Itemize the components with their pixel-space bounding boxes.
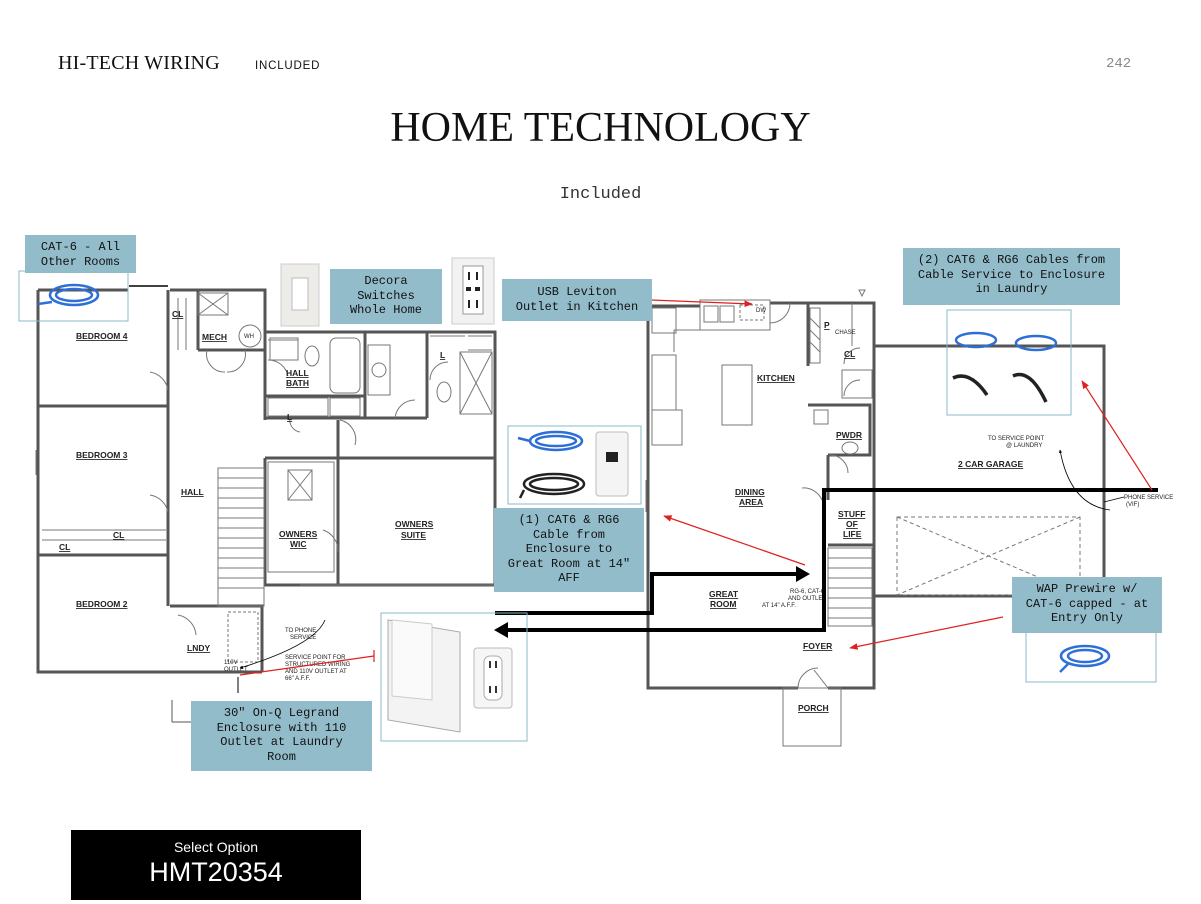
second-floor-plan [36, 288, 497, 674]
room-linen-2: L [440, 350, 445, 360]
cat6-cable-icon-4 [1059, 644, 1111, 673]
room-bedroom4: BEDROOM 4 [76, 331, 128, 341]
room-owners-wic: OWNERS [279, 529, 318, 539]
callout-arrows [239, 299, 1153, 676]
room-hall: HALL [181, 487, 204, 497]
option-code: HMT20354 [149, 857, 283, 887]
note-rg6-2: AND OUTLET [788, 596, 826, 602]
room-porch: PORCH [798, 703, 829, 713]
dishwasher-label: DW [756, 308, 766, 314]
first-floor-plan [646, 301, 1106, 690]
room-stuff-of-life-2: OF [846, 519, 858, 529]
callout-usb-outlet: USB Leviton Outlet in Kitchen [502, 279, 652, 321]
room-laundry: LNDY [187, 643, 210, 653]
room-stuff-of-life-3: LIFE [843, 529, 862, 539]
callout-wap-prewire: WAP Prewire w/ CAT-6 capped - at Entry O… [1012, 577, 1162, 633]
note-110v-2: OUTLET [224, 667, 248, 673]
data-wall-plate-icon [595, 431, 629, 497]
room-kitchen: KITCHEN [757, 373, 795, 383]
decora-switch-icon [280, 263, 320, 327]
room-pantry: P [824, 320, 830, 330]
note-service-point-4: 66" A.F.F. [285, 676, 310, 682]
note-phone-service-2: (VIF) [1126, 502, 1139, 508]
header-title: HI-TECH WIRING [58, 52, 220, 74]
room-great-room: GREAT [709, 589, 739, 599]
callout-cable-to-great-room: (1) CAT6 & RG6 Cable from Enclosure to G… [494, 508, 644, 592]
room-owners-suite-2: SUITE [401, 530, 426, 540]
room-bedroom2: BEDROOM 2 [76, 599, 128, 609]
note-to-service-2: @ LAUNDRY [1006, 443, 1042, 449]
page-subtitle: Included [559, 185, 642, 204]
rg6-cable-icon-2 [952, 372, 1048, 403]
page-title: HOME TECHNOLOGY [390, 105, 811, 151]
wiring-paths [495, 488, 1158, 632]
callout-enclosure: 30" On-Q Legrand Enclosure with 110 Outl… [191, 701, 372, 771]
callout-cat6-all-rooms: CAT-6 - All Other Rooms [25, 235, 136, 273]
room-hall-bath: HALL [286, 368, 309, 378]
second-floor-fixtures [35, 292, 495, 663]
note-service-point-2: STRUCTURED WIRING [285, 662, 351, 668]
room-great-room-2: ROOM [710, 599, 736, 609]
room-mech: MECH [202, 332, 227, 342]
callout-decora-switches: Decora Switches Whole Home [330, 269, 442, 324]
note-service-point: SERVICE POINT FOR [285, 655, 346, 661]
note-rg6-3: AT 14" A.F.F. [762, 603, 796, 609]
page-number: 242 [1106, 56, 1132, 72]
room-garage: 2 CAR GARAGE [958, 459, 1024, 469]
callout-cables-to-laundry: (2) CAT6 & RG6 Cables from Cable Service… [903, 248, 1120, 305]
cat6-cable-icon-3 [954, 331, 1058, 352]
room-dining-2: AREA [739, 497, 763, 507]
room-owners-suite: OWNERS [395, 519, 434, 529]
room-linen: L [287, 412, 292, 422]
note-phone-service: PHONE SERVICE [1124, 495, 1173, 501]
note-to-service: TO SERVICE POINT [988, 436, 1044, 442]
note-rg6: RG-6, CAT-6 [790, 589, 825, 595]
rg6-cable-icon [518, 472, 586, 499]
room-stuff-of-life: STUFF [838, 509, 865, 519]
note-to-phone-2: SERVICE [290, 635, 316, 641]
room-foyer: FOYER [803, 641, 832, 651]
note-to-phone: TO PHONE [285, 628, 316, 634]
included-label: INCLUDED [255, 60, 321, 72]
room-closet-3: CL [59, 542, 70, 552]
duplex-outlet-icon [473, 647, 513, 709]
first-floor-fixtures [645, 289, 1081, 747]
room-closet-4: CL [844, 349, 855, 359]
cat6-cable-icon [37, 283, 100, 307]
room-bedroom3: BEDROOM 3 [76, 450, 128, 460]
usb-outlet-icon [451, 257, 495, 325]
room-powder: PWDR [836, 430, 862, 440]
room-dining: DINING [735, 487, 765, 497]
select-option-box[interactable]: Select Option HMT20354 [71, 830, 361, 900]
note-110v: 110V [224, 660, 238, 666]
note-service-point-3: AND 110V OUTLET AT [285, 669, 347, 675]
water-heater-label: WH [244, 334, 254, 340]
room-closet: CL [172, 309, 183, 319]
enclosure-panel-icon [387, 619, 461, 733]
room-chase: CHASE [835, 330, 856, 336]
room-closet-2: CL [113, 530, 124, 540]
room-hall-bath-2: BATH [286, 378, 309, 388]
cat6-cable-icon-2 [517, 430, 584, 452]
select-option-label: Select Option [173, 839, 259, 855]
room-owners-wic-2: WIC [290, 539, 307, 549]
